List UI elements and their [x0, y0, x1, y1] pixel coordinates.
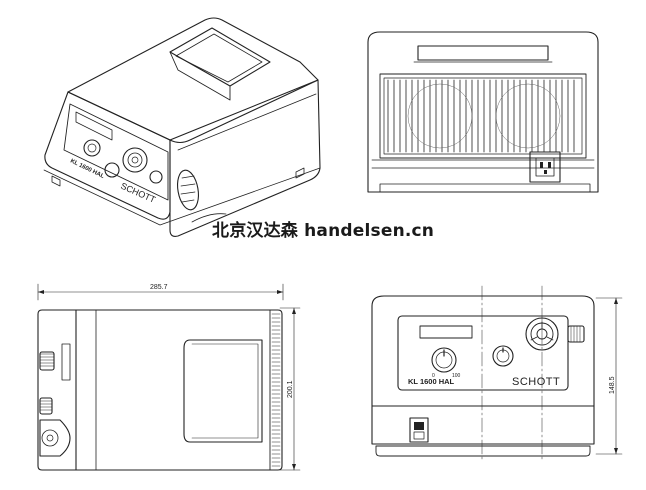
- top-handle: [183, 339, 263, 443]
- power-switch: [409, 417, 429, 443]
- front-model-label: KL 1600 HAL: [408, 377, 455, 386]
- top-outline: [37, 309, 283, 471]
- top-display: [61, 343, 71, 381]
- front-brand-logo: SCHOTT: [512, 376, 560, 388]
- iso-display-window: [75, 111, 113, 141]
- iso-handle-top: [169, 27, 271, 87]
- front-light-guide-socket: [525, 317, 559, 351]
- front-knob-intensity: [431, 347, 457, 373]
- rear-view: [367, 31, 599, 193]
- front-display: [419, 325, 473, 339]
- front-side-knob: [567, 325, 585, 343]
- top-rear-grille: [271, 313, 281, 467]
- rear-housing: [367, 31, 599, 193]
- rear-grille-bars: [387, 79, 575, 153]
- iso-side-knob: [149, 170, 163, 184]
- iso-side-face: [169, 79, 321, 237]
- front-control-panel: [397, 315, 569, 391]
- rear-handle: [417, 45, 549, 61]
- rear-base: [379, 183, 591, 193]
- isometric-view: [43, 17, 321, 237]
- iso-handle-inner: [175, 33, 263, 83]
- top-socket: [39, 419, 71, 457]
- watermark-text: 北京汉达森 handelsen.cn: [212, 221, 435, 241]
- iso-light-guide-socket: [122, 147, 148, 173]
- scale-min-label: 0: [432, 373, 435, 379]
- iso-knob-intensity: [83, 139, 101, 157]
- front-housing: [371, 295, 595, 445]
- top-view: [37, 283, 301, 471]
- iso-knob-filter: [104, 162, 120, 178]
- front-knob-filter: [492, 345, 514, 367]
- iso-handle-front: [169, 51, 231, 101]
- width-dimension-value: 285.7: [150, 284, 168, 291]
- iso-model-label: KL 1600 HAL: [69, 158, 105, 180]
- height-dimension-value: 148.5: [609, 376, 616, 394]
- iso-front-face: [44, 91, 171, 220]
- front-view: [371, 285, 623, 463]
- front-base: [375, 445, 591, 457]
- iso-brand-logo: SCHOTT: [119, 181, 157, 205]
- depth-dimension-value: 200.1: [287, 380, 294, 398]
- iso-side-grille: [177, 169, 199, 211]
- top-knob-1: [39, 351, 55, 371]
- power-inlet: [529, 151, 561, 183]
- rear-grille-frame: [379, 73, 587, 159]
- iso-control-panel: [63, 103, 169, 201]
- top-knob-2: [39, 397, 53, 415]
- scale-max-label: 100: [452, 373, 461, 379]
- iso-top-surface: [67, 17, 319, 144]
